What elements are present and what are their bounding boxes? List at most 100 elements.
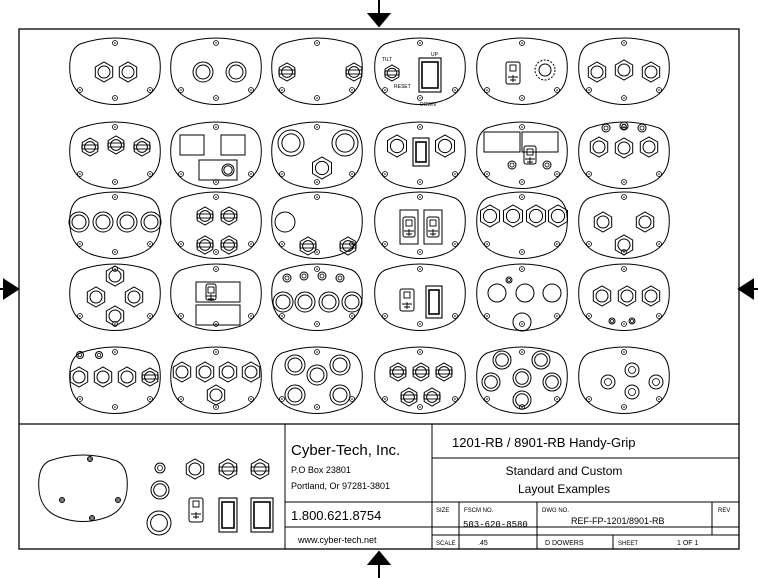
mounting-hole-center xyxy=(419,351,421,353)
mounting-hole-center xyxy=(419,42,421,44)
mounting-hole-center xyxy=(486,315,488,317)
mounting-hole xyxy=(112,249,118,255)
mounting-hole-center xyxy=(79,398,81,400)
mounting-hole-center xyxy=(215,126,217,128)
indicator-led xyxy=(505,276,513,284)
mounting-hole xyxy=(248,87,254,93)
mounting-hole-center xyxy=(215,268,217,270)
mounting-hole-center xyxy=(250,315,252,317)
mounting-hole-center xyxy=(149,243,151,245)
hex-nut-bore xyxy=(437,138,453,154)
mounting-hole xyxy=(519,321,525,327)
mounting-hole xyxy=(656,396,662,402)
hex-nut-switch xyxy=(172,361,192,383)
mounting-hole-center xyxy=(316,351,318,353)
mounting-hole xyxy=(112,124,118,130)
mounting-hole-center xyxy=(521,351,523,353)
hex-nut-switch xyxy=(641,285,661,307)
hex-nut-bore xyxy=(592,140,606,154)
mounting-hole xyxy=(314,194,320,200)
mounting-hole xyxy=(519,95,525,101)
round-pushbutton-cap xyxy=(484,375,498,389)
hex-nut-switch xyxy=(185,458,205,480)
hex-nut-bore xyxy=(281,66,293,78)
hex-nut-bore xyxy=(438,366,450,378)
mounting-hole xyxy=(417,194,423,200)
mounting-hole-center xyxy=(486,173,488,175)
indicator-led xyxy=(624,384,640,400)
indicator-led-lens xyxy=(77,352,83,358)
mounting-hole xyxy=(621,194,627,200)
mounting-hole-center xyxy=(79,173,81,175)
handy-grip-plate-outline xyxy=(374,346,466,414)
hex-nut-bore xyxy=(403,391,415,403)
handy-grip-plate-outline xyxy=(476,346,568,414)
mounting-hole xyxy=(213,249,219,255)
indicator-led-lens xyxy=(628,388,636,396)
mounting-hole-center xyxy=(149,173,151,175)
hex-nut-bore xyxy=(121,65,135,79)
mounting-hole-center xyxy=(588,398,590,400)
hex-nut-bore xyxy=(617,238,631,252)
mounting-hole-center xyxy=(215,351,217,353)
mounting-hole xyxy=(349,87,355,93)
mounting-hole xyxy=(452,87,458,93)
hex-nut-bore xyxy=(72,370,86,384)
hex-nut-switch xyxy=(105,265,125,287)
slide-switch-window xyxy=(429,219,437,227)
handy-grip-plate-outline xyxy=(69,37,161,105)
hex-nut-bore xyxy=(595,289,609,303)
mounting-hole-center xyxy=(351,173,353,175)
toggle-lever xyxy=(196,242,214,248)
mounting-hole xyxy=(621,404,627,410)
hex-nut-bore xyxy=(144,371,156,383)
hex-nut-bore xyxy=(386,67,398,79)
hex-nut-bore xyxy=(136,141,148,153)
mounting-hole xyxy=(382,87,388,93)
mounting-hole xyxy=(178,241,184,247)
indicator-led-lens xyxy=(157,465,163,471)
hex-nut-switch xyxy=(345,62,363,82)
mounting-hole-center xyxy=(215,97,217,99)
round-pushbutton xyxy=(284,384,306,406)
mounting-hole-center xyxy=(180,89,182,91)
ground-symbol xyxy=(206,294,216,301)
hex-nut-switch xyxy=(641,61,661,83)
mounting-hole-center xyxy=(419,196,421,198)
ground-symbol xyxy=(402,302,412,309)
hex-nut-switch xyxy=(435,134,455,158)
hex-nut-switch xyxy=(250,458,270,480)
mounting-hole xyxy=(213,40,219,46)
mounting-hole-center xyxy=(351,89,353,91)
hex-nut-bore xyxy=(644,289,658,303)
indicator-led-lens xyxy=(604,378,612,386)
mounting-hole-center xyxy=(658,89,660,91)
handy-grip-plate-outline xyxy=(476,191,568,259)
sheet-label: SHEET xyxy=(618,541,638,547)
round-pushbutton-cap xyxy=(281,133,301,153)
mounting-hole-center xyxy=(316,97,318,99)
rocker-switch-bezel xyxy=(412,137,430,167)
round-pushbutton xyxy=(512,390,532,410)
mounting-hole-center xyxy=(384,243,386,245)
hex-nut-bore xyxy=(89,290,103,304)
mounting-hole xyxy=(656,313,662,319)
hex-nut-bore xyxy=(638,215,652,229)
mounting-hole-center xyxy=(623,406,625,408)
hex-nut-bore xyxy=(120,370,134,384)
mounting-hole xyxy=(178,87,184,93)
rocker-switch-bezel xyxy=(250,497,274,533)
hex-nut-switch xyxy=(124,286,144,308)
bottom-alignment-arrow xyxy=(366,550,392,578)
hex-nut-bore xyxy=(84,141,96,153)
drawn-by: D DOWERS xyxy=(545,540,584,547)
indicator-led xyxy=(619,121,629,131)
mounting-hole-center xyxy=(114,126,116,128)
round-pushbutton xyxy=(542,372,562,392)
mounting-hole xyxy=(147,241,153,247)
mounting-hole xyxy=(621,321,627,327)
round-pushbutton xyxy=(329,354,351,376)
round-pushbutton xyxy=(192,61,214,83)
round-pushbutton-cap xyxy=(515,371,529,385)
round-pushbutton xyxy=(531,350,551,370)
